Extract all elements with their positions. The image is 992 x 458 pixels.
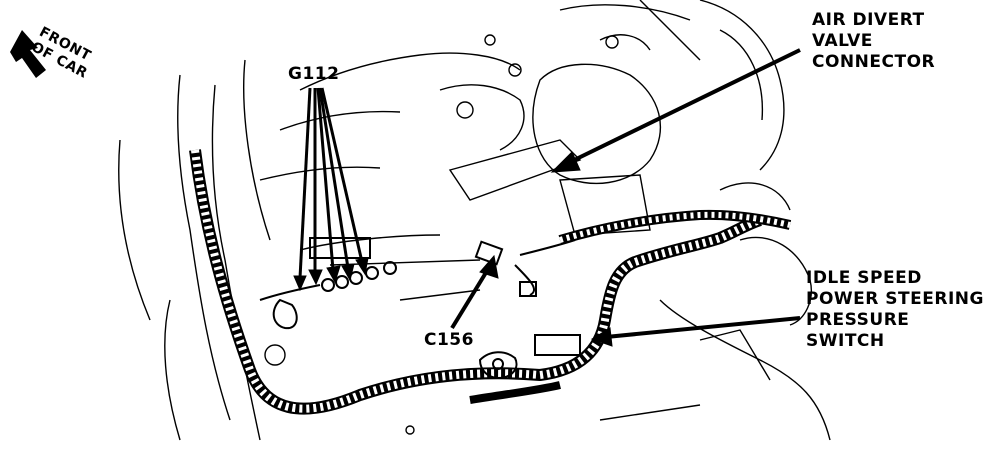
g112-ground-terminals — [259, 237, 397, 330]
c156-label: C156 — [424, 330, 474, 350]
idle-line3: PRESSURE — [806, 310, 910, 330]
c156-connector — [474, 240, 537, 297]
engine-outline — [118, 0, 831, 441]
g112-label: G112 — [288, 64, 340, 84]
idle-line1: IDLE SPEED — [806, 268, 922, 288]
air-divert-label: AIR DIVERT VALVE CONNECTOR — [812, 10, 935, 73]
power-steering-pressure-switch — [478, 334, 581, 380]
air-divert-line3: CONNECTOR — [812, 52, 936, 72]
front-arrow-icon — [10, 30, 46, 78]
air-divert-line1: AIR DIVERT — [812, 10, 925, 30]
air-divert-line2: VALVE — [812, 31, 873, 51]
wiring-harness — [189, 149, 792, 415]
idle-line2: POWER STEERING — [806, 289, 984, 309]
idle-speed-label: IDLE SPEED POWER STEERING PRESSURE SWITC… — [806, 268, 984, 352]
leader-lines — [293, 48, 801, 347]
idle-line4: SWITCH — [806, 331, 885, 351]
